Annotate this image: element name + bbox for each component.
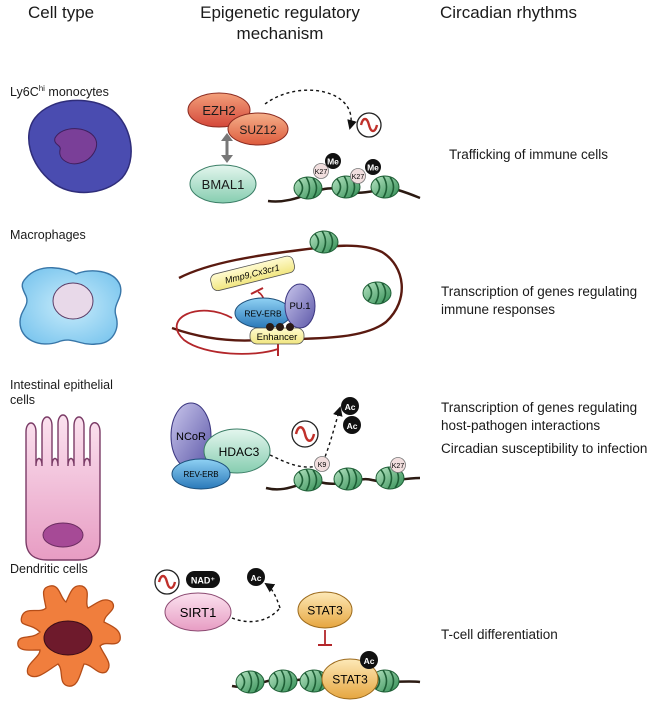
pu1-label: PU.1 xyxy=(289,301,310,312)
ezh2-label: EZH2 xyxy=(202,103,235,118)
acetyl-badge: Ac xyxy=(247,568,265,586)
inhibition-arrow-icon xyxy=(318,630,332,646)
stat3-label: STAT3 xyxy=(307,604,343,618)
bmal1-protein: BMAL1 xyxy=(189,164,257,204)
acetyl-badge: Ac xyxy=(343,416,361,434)
effect-immune-responses: Transcription of genes regulating immune… xyxy=(441,283,637,319)
cell-label-monocytes: Ly6Chi monocytes xyxy=(10,81,109,100)
header-mechanism-line1: Epigenetic regulatory xyxy=(200,3,360,22)
rev-erb-protein: REV-ERB xyxy=(171,458,231,490)
nucleosome-icon xyxy=(268,669,298,693)
effect-susceptibility: Circadian susceptibility to infection xyxy=(441,441,648,456)
circadian-clock-icon xyxy=(291,420,319,448)
ac-label: Ac xyxy=(251,573,262,583)
methyl-badge: Me xyxy=(325,153,341,169)
hdac3-protein: HDAC3 xyxy=(203,428,271,474)
k27-mark: K27 xyxy=(350,168,366,184)
k27-label: K27 xyxy=(352,174,365,181)
epithelial-cell-icon xyxy=(25,414,101,561)
nucleosome-icon xyxy=(370,175,400,199)
enhancer-label: Enhancer xyxy=(257,332,298,343)
effect-host-line2: host-pathogen interactions xyxy=(441,418,601,433)
intestinal-label-line2: cells xyxy=(10,393,36,407)
ac-label: Ac xyxy=(345,402,356,412)
header-mechanism: Epigenetic regulatory mechanism xyxy=(190,2,370,44)
effect-host-pathogen: Transcription of genes regulating host-p… xyxy=(441,399,637,435)
nucleosome-icon xyxy=(333,467,363,491)
ezh2-dashed-arrow xyxy=(264,89,357,130)
nucleosome-icon xyxy=(309,230,339,254)
pu1-protein: PU.1 xyxy=(284,283,316,329)
effect-immune-line2: immune responses xyxy=(441,302,556,317)
nucleosome-icon xyxy=(362,281,392,305)
rev-erb-protein: REV-ERB xyxy=(234,297,292,329)
monocyte-cell-icon xyxy=(27,99,132,194)
ac-label: Ac xyxy=(347,421,358,431)
hdac3-label: HDAC3 xyxy=(219,445,260,459)
k9-mark: K9 xyxy=(314,456,330,472)
header-mechanism-line2: mechanism xyxy=(236,24,324,43)
nad-badge: NAD⁺ xyxy=(186,571,220,588)
rev-erb-label: REV-ERB xyxy=(244,309,282,319)
sirt1-protein: SIRT1 xyxy=(164,592,232,632)
k27-mark: K27 xyxy=(390,457,406,473)
intestinal-label-line1: Intestinal epithelial xyxy=(10,378,113,392)
deacetylation-dashed-arrow xyxy=(264,582,281,609)
suz12-protein: SUZ12 xyxy=(227,112,289,146)
binding-site-dot xyxy=(276,323,284,331)
monocyte-label-sup: hi xyxy=(38,84,45,93)
stat3-protein: STAT3 xyxy=(297,591,353,629)
bmal1-label: BMAL1 xyxy=(202,177,245,192)
stat3-bound-label: STAT3 xyxy=(332,673,368,687)
monocyte-label-suffix: monocytes xyxy=(44,85,109,100)
k27-mark: K27 xyxy=(313,163,329,179)
suz12-label: SUZ12 xyxy=(239,123,277,137)
enhancer-box: Enhancer xyxy=(249,327,305,345)
stat3-bound-protein: STAT3 xyxy=(321,658,379,700)
rev-erb-label: REV-ERB xyxy=(183,470,218,479)
interaction-double-arrow xyxy=(221,133,233,163)
macrophage-cell-icon xyxy=(19,267,122,345)
sirt1-label: SIRT1 xyxy=(180,605,217,620)
nucleosome-icon xyxy=(235,670,265,694)
nad-label: NAD⁺ xyxy=(191,576,215,586)
binding-site-dot xyxy=(266,323,274,331)
header-circadian-rhythms: Circadian rhythms xyxy=(440,3,577,22)
circadian-clock-icon xyxy=(356,112,382,138)
monocyte-label-main: Ly6C xyxy=(10,85,39,100)
dendritic-cell-icon xyxy=(17,585,121,687)
circadian-clock-icon xyxy=(154,569,180,595)
me-label: Me xyxy=(367,163,379,173)
cell-label-intestinal: Intestinal epithelial cells xyxy=(10,378,113,408)
ncor-label: NCoR xyxy=(176,431,206,443)
nucleosome-icon xyxy=(293,468,323,492)
k27-label: K27 xyxy=(392,463,405,470)
hdac3-dashed-link xyxy=(269,454,319,468)
effect-trafficking: Trafficking of immune cells xyxy=(449,147,609,162)
me-label: Me xyxy=(327,157,339,167)
sirt1-dashed-link xyxy=(231,607,281,623)
ac-label: Ac xyxy=(364,656,375,666)
effect-t-cell: T-cell differentiation xyxy=(441,627,558,642)
effect-immune-line1: Transcription of genes regulating xyxy=(441,284,638,299)
binding-site-dot xyxy=(286,323,294,331)
cell-label-dendritic: Dendritic cells xyxy=(10,562,88,576)
acetyl-badge: Ac xyxy=(341,397,359,415)
k27-label: K27 xyxy=(315,169,328,176)
deacetylation-dashed-arrow xyxy=(322,406,343,463)
acetyl-badge: Ac xyxy=(360,651,378,669)
cell-label-macrophages: Macrophages xyxy=(10,228,86,242)
k9-label: K9 xyxy=(318,462,327,469)
mmp9-cx3cr1-gene-box: Mmp9,Cx3cr1 xyxy=(210,255,296,292)
nucleosome-icon xyxy=(293,176,323,200)
header-cell-type: Cell type xyxy=(28,3,95,22)
methyl-badge: Me xyxy=(365,159,381,175)
ncor-protein: NCoR xyxy=(170,402,212,470)
effect-host-line1: Transcription of genes regulating xyxy=(441,400,638,415)
